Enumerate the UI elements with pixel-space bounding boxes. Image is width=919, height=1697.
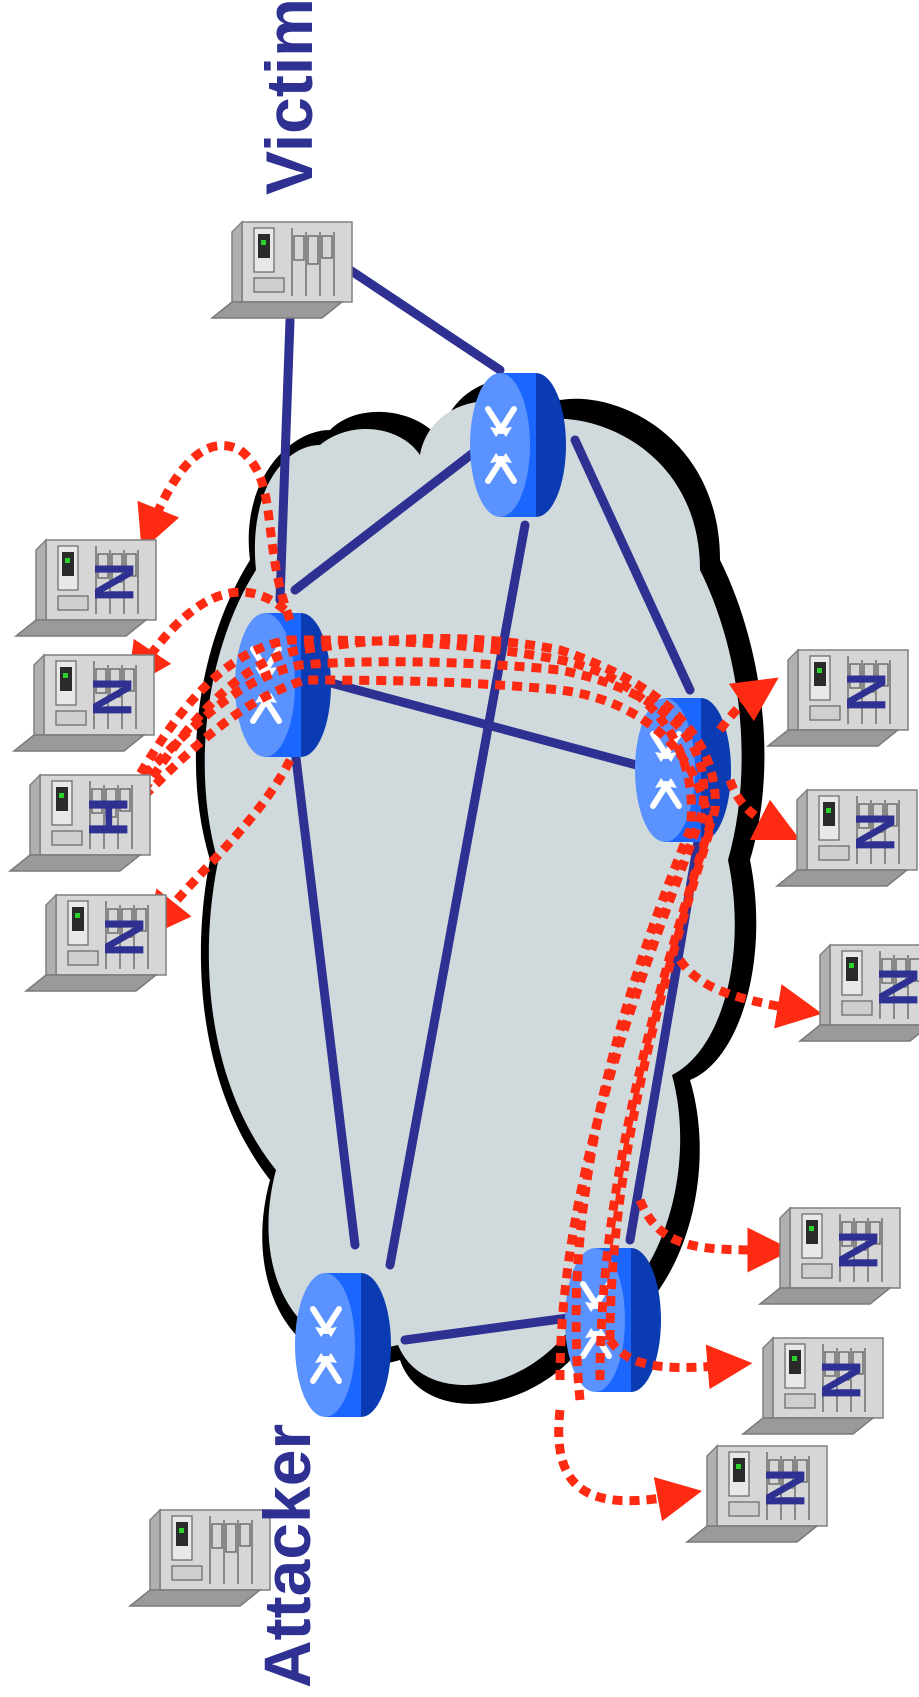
host-n: N [16, 540, 156, 636]
attacker-host [130, 1510, 270, 1606]
attack-flow [559, 1410, 680, 1501]
router-icon [470, 373, 566, 517]
host-n: N [26, 895, 166, 991]
host-h: H [10, 775, 150, 871]
host-letter: N [93, 917, 156, 957]
host-letter: N [81, 677, 144, 717]
host-letter: N [827, 1230, 890, 1270]
host-n: N [687, 1446, 827, 1542]
host-letter: N [810, 1360, 873, 1400]
host-letter: N [754, 1468, 817, 1508]
host-letter: N [844, 812, 907, 852]
victim-label: Victim [252, 0, 326, 195]
router-icon [295, 1273, 391, 1417]
host-letter: N [867, 967, 919, 1007]
attacker-label: Attacker [250, 1424, 324, 1688]
host-letter: N [835, 672, 898, 712]
host-letter: N [83, 562, 146, 602]
host-n: N [743, 1338, 883, 1434]
host-n: N [760, 1208, 900, 1304]
host-letter-highlighted: H [77, 797, 140, 837]
host-n: N [768, 650, 908, 746]
link-victim-r2 [350, 270, 500, 370]
host-n: N [14, 655, 154, 751]
victim-host [212, 222, 352, 318]
host-n: N [800, 945, 919, 1041]
host-n: N [777, 790, 917, 886]
